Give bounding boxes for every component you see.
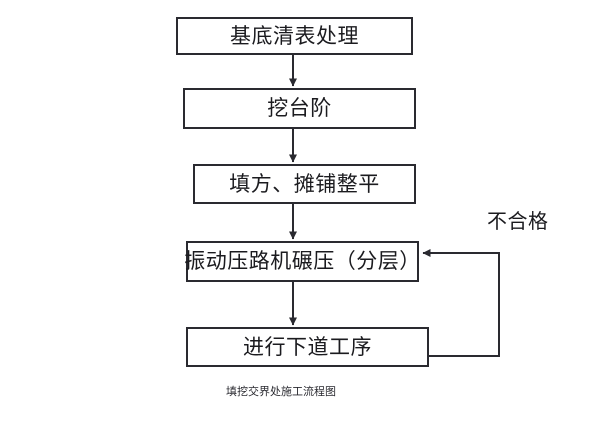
node-label: 进行下道工序	[243, 334, 372, 359]
node-label: 基底清表处理	[230, 23, 359, 48]
process-node-fill-spread-level[interactable]: 填方、摊铺整平	[193, 164, 416, 204]
node-label: 填方、摊铺整平	[229, 171, 380, 196]
process-node-excavate-steps[interactable]: 挖台阶	[183, 88, 416, 129]
process-node-base-clearing[interactable]: 基底清表处理	[176, 17, 413, 55]
diagram-caption: 填挖交界处施工流程图	[226, 385, 336, 398]
node-label: 振动压路机碾压（分层）	[184, 249, 421, 273]
edge-label-reject-loop: 不合格	[487, 209, 549, 233]
process-node-vibratory-rolling[interactable]: 振动压路机碾压（分层）	[184, 241, 421, 282]
process-node-next-process[interactable]: 进行下道工序	[186, 327, 429, 367]
connector-reject-feedback-loop	[422, 249, 500, 357]
node-label: 挖台阶	[267, 96, 332, 120]
